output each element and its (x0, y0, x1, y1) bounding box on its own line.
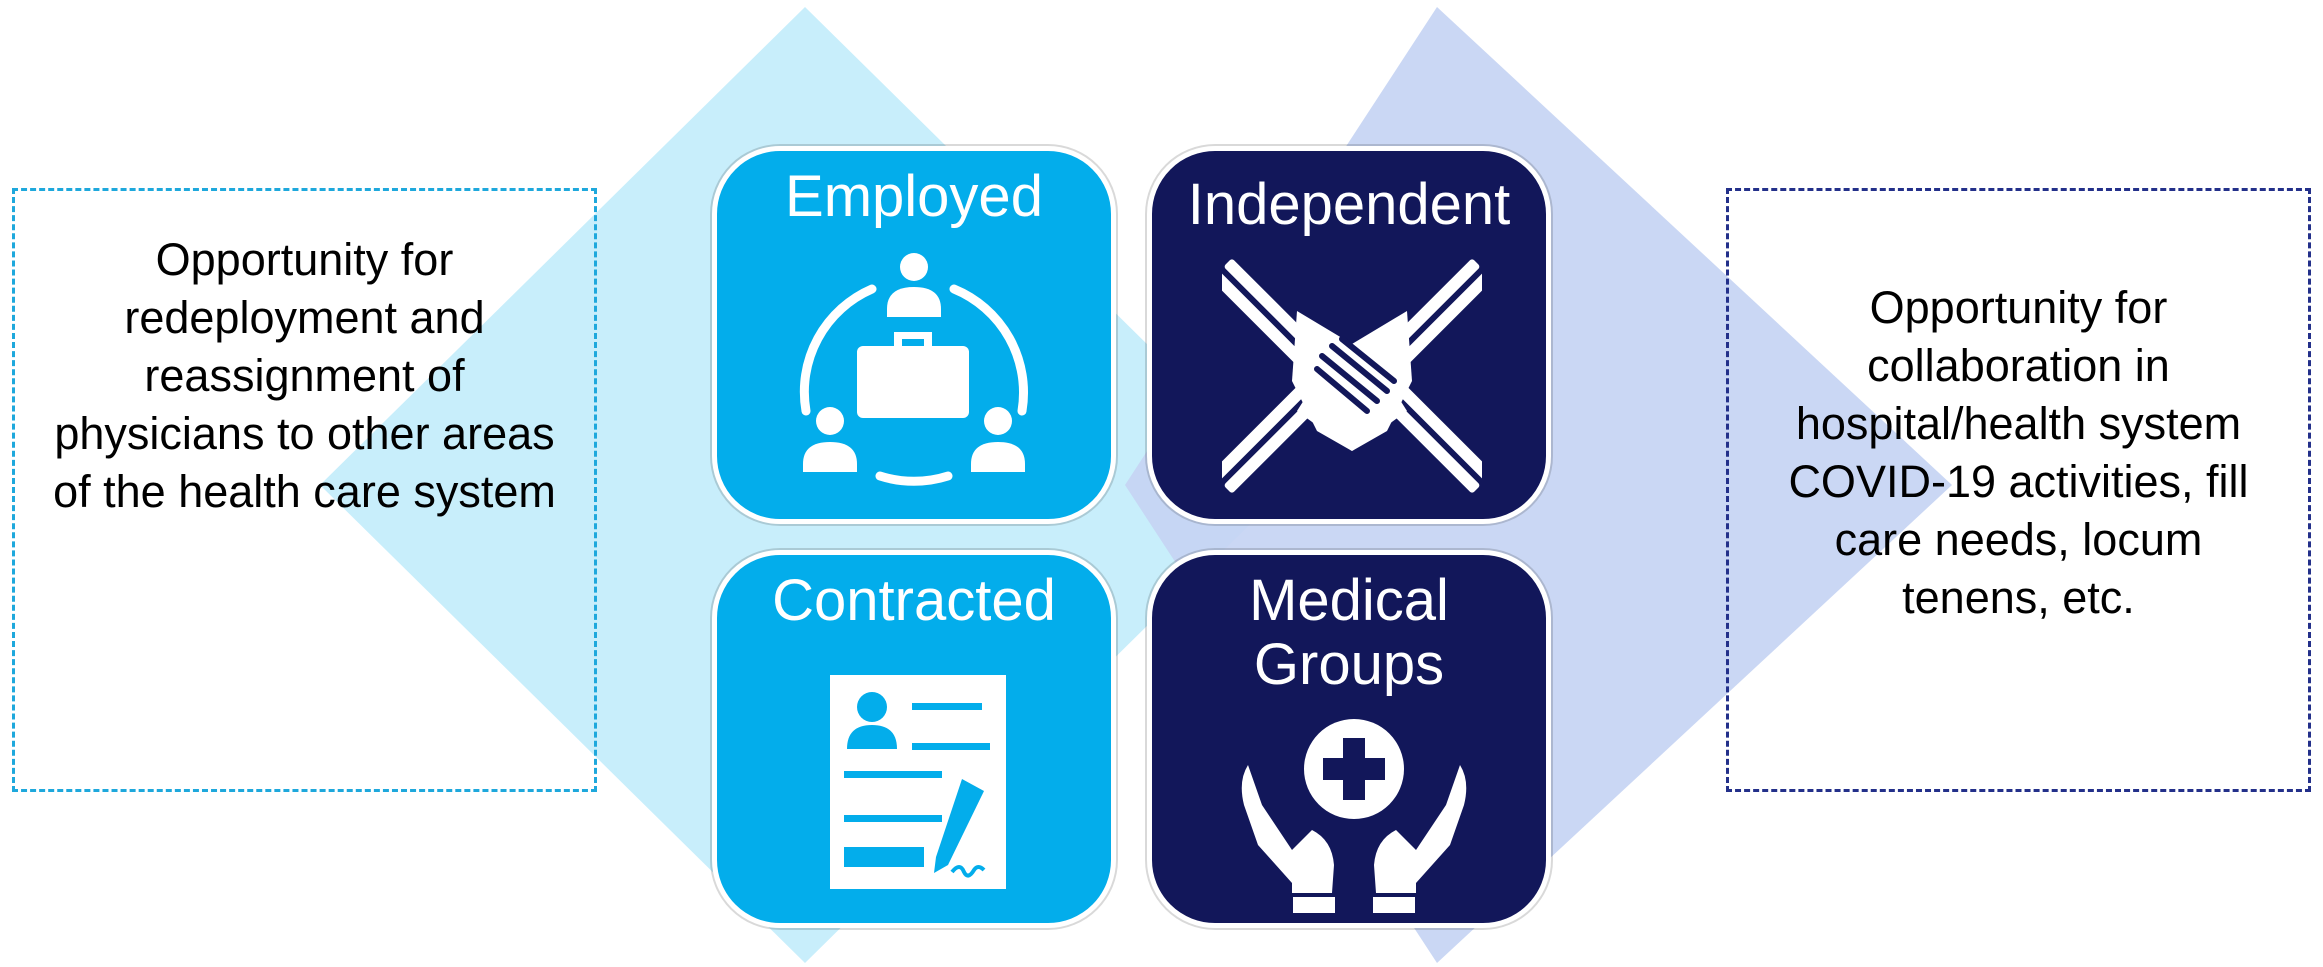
tile-employed: Employed (712, 146, 1116, 524)
tile-contracted: Contracted (712, 550, 1116, 928)
right-opportunity-text: Opportunity for collaboration in hospita… (1788, 282, 2249, 623)
signed-contract-icon (830, 675, 1006, 889)
left-opportunity-text: Opportunity for redeployment and reassig… (53, 234, 556, 517)
hands-medical-cross-icon (1241, 719, 1467, 913)
tile-title: Independent (1187, 172, 1511, 237)
handshake-icon (1222, 259, 1482, 493)
tile-title: Medical Groups (1249, 568, 1449, 697)
tile-title: Contracted (772, 568, 1056, 633)
tile-medical-groups: Medical Groups (1147, 550, 1551, 928)
tile-title: Employed (785, 164, 1043, 229)
left-opportunity-box: Opportunity for redeployment and reassig… (12, 188, 597, 792)
tile-independent: Independent (1147, 146, 1551, 524)
team-briefcase-icon (799, 253, 1029, 486)
right-opportunity-box: Opportunity for collaboration in hospita… (1726, 188, 2311, 792)
